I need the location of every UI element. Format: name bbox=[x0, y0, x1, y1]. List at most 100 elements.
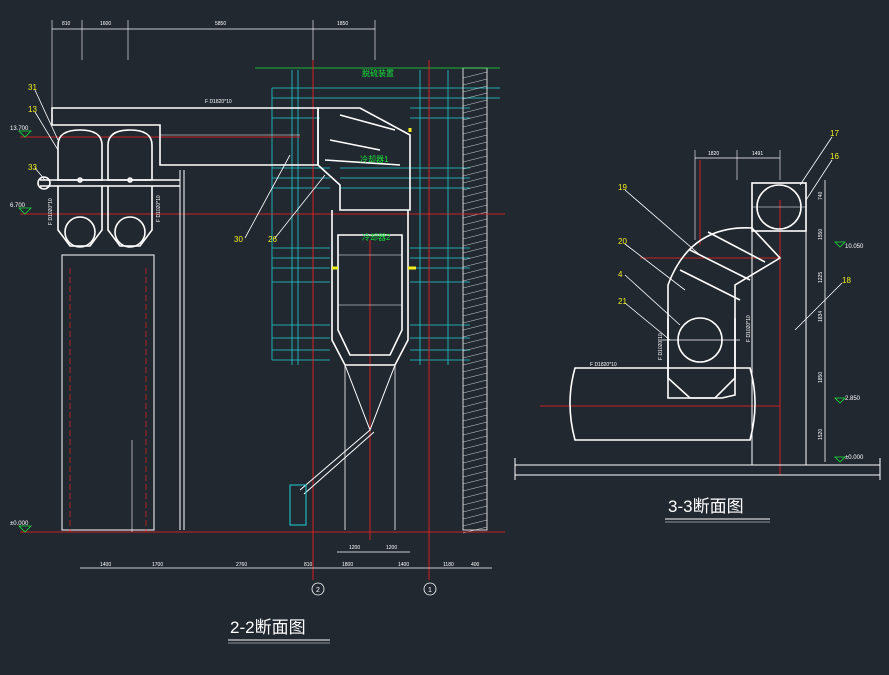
hatch-line bbox=[462, 99, 488, 107]
dim-bottom-2: 1700 bbox=[152, 562, 163, 568]
dim-bottom-5: 1800 bbox=[342, 562, 353, 568]
hatched-wall bbox=[462, 67, 488, 534]
hatch-line bbox=[462, 372, 488, 380]
hatch-line bbox=[462, 519, 488, 527]
hatch-line bbox=[462, 358, 488, 366]
pipe-label-3-3: F D1820*10 bbox=[590, 362, 617, 368]
hatch-line bbox=[462, 337, 488, 345]
hatch-line bbox=[462, 477, 488, 485]
red-axis-lines bbox=[20, 60, 505, 580]
hatch-line bbox=[462, 71, 488, 79]
hatch-line bbox=[462, 169, 488, 177]
hatch-line bbox=[462, 449, 488, 457]
dim-3-3-r3: 1225 bbox=[818, 272, 824, 283]
callout-19: 19 bbox=[618, 183, 627, 192]
dim-bottom-3: 2760 bbox=[236, 562, 247, 568]
elev-13700: 13.700 bbox=[10, 126, 29, 132]
hatch-line bbox=[462, 141, 488, 149]
hatch-line bbox=[462, 484, 488, 492]
hatch-line bbox=[462, 393, 488, 401]
axis-1-label: 1 bbox=[428, 587, 432, 594]
hatch-line bbox=[462, 365, 488, 373]
hatch-line bbox=[462, 134, 488, 142]
callout-33: 33 bbox=[28, 163, 37, 172]
hatch-line bbox=[462, 386, 488, 394]
callout-31: 31 bbox=[28, 83, 37, 92]
hatch-line bbox=[462, 288, 488, 296]
vert-pipe-right-3-3: F D1020*10 bbox=[746, 315, 752, 342]
dim-bottom-7: 1180 bbox=[443, 562, 454, 568]
callout-18: 18 bbox=[842, 276, 851, 285]
hatch-line bbox=[462, 505, 488, 513]
bottom-dimension-line: 1400 1700 2760 810 1800 1400 1180 400 12… bbox=[80, 545, 492, 596]
hatch-line bbox=[462, 148, 488, 156]
hatch-line bbox=[462, 463, 488, 471]
hatch-line bbox=[462, 211, 488, 219]
hatch-line bbox=[462, 218, 488, 226]
elevation-marks-2-2: 13.700 6.700 ±0.000 bbox=[10, 126, 32, 533]
hatch-line bbox=[462, 274, 488, 282]
hatch-line bbox=[462, 106, 488, 114]
hatch-line bbox=[462, 456, 488, 464]
green-label-top: 脱硫装置 bbox=[362, 68, 394, 78]
hatch-line bbox=[462, 421, 488, 429]
dim-3-3-r4: 1834 bbox=[818, 311, 824, 322]
hatch-line bbox=[462, 428, 488, 436]
hatch-line bbox=[462, 351, 488, 359]
section-3-3: 1820 1491 740 1550 1225 1834 1850 1520 1… bbox=[514, 129, 881, 523]
hatch-line bbox=[462, 253, 488, 261]
elev-3-3-3: ±0.000 bbox=[845, 455, 864, 461]
top-dimension-line-3-3: 1820 1491 bbox=[694, 150, 781, 240]
vert-pipe-left-3-3: F D1020*10 bbox=[658, 333, 664, 360]
dim-bottom-8: 400 bbox=[471, 562, 480, 568]
pipe-assembly-3-3: F D1820*10 F D1020*10 F D1020*10 bbox=[569, 182, 807, 465]
hatch-line bbox=[462, 120, 488, 128]
elev-3-3-1: 10.050 bbox=[845, 244, 864, 250]
hatch-line bbox=[462, 267, 488, 275]
dim-top-4: 1850 bbox=[337, 21, 348, 27]
dim-bottom-6: 1400 bbox=[398, 562, 409, 568]
hatch-line bbox=[462, 498, 488, 506]
hatch-line bbox=[462, 190, 488, 198]
elev-ground: ±0.000 bbox=[10, 521, 29, 527]
top-dimension-line: 810 1600 5850 1850 bbox=[51, 20, 376, 110]
hatch-line bbox=[462, 512, 488, 520]
hatch-line bbox=[462, 232, 488, 240]
hatch-line bbox=[462, 442, 488, 450]
section-2-2: 810 1600 5850 1850 bbox=[10, 20, 505, 644]
hatch-line bbox=[462, 260, 488, 268]
hatch-line bbox=[462, 414, 488, 422]
dim-top-1: 810 bbox=[62, 21, 71, 27]
dim-mid-1: 1200 bbox=[349, 545, 360, 551]
green-label-mid: 冷却器1 bbox=[360, 154, 389, 164]
callout-21: 21 bbox=[618, 297, 627, 306]
callout-20: 20 bbox=[618, 237, 627, 246]
dim-top-2: 1600 bbox=[100, 21, 111, 27]
elev-6700: 6.700 bbox=[10, 203, 26, 209]
left-twin-units: F D1020*10 F D1020*10 bbox=[37, 129, 185, 532]
hatch-line bbox=[462, 470, 488, 478]
hatch-line bbox=[462, 78, 488, 86]
axis-2-label: 2 bbox=[316, 587, 320, 594]
dim-bottom-1: 1400 bbox=[100, 562, 111, 568]
dim-mid-2: 1200 bbox=[386, 545, 397, 551]
hatch-line bbox=[462, 204, 488, 212]
hatch-line bbox=[462, 127, 488, 135]
ground-line-3-3 bbox=[514, 458, 881, 480]
hatch-line bbox=[462, 435, 488, 443]
hatch-line bbox=[462, 197, 488, 205]
hatch-line bbox=[462, 281, 488, 289]
dim-3-3-top-2: 1491 bbox=[752, 151, 763, 157]
hatch-line bbox=[462, 344, 488, 352]
section-2-2-title: 2-2断面图 bbox=[230, 618, 306, 637]
dim-3-3-r1: 740 bbox=[818, 191, 824, 200]
callout-26: 26 bbox=[268, 235, 277, 244]
callout-13: 13 bbox=[28, 105, 37, 114]
dim-3-3-r6: 1520 bbox=[818, 429, 824, 440]
callout-16: 16 bbox=[830, 152, 839, 161]
hatch-line bbox=[462, 491, 488, 499]
callout-4: 4 bbox=[618, 270, 623, 279]
hatch-line bbox=[462, 92, 488, 100]
callout-17: 17 bbox=[830, 129, 839, 138]
